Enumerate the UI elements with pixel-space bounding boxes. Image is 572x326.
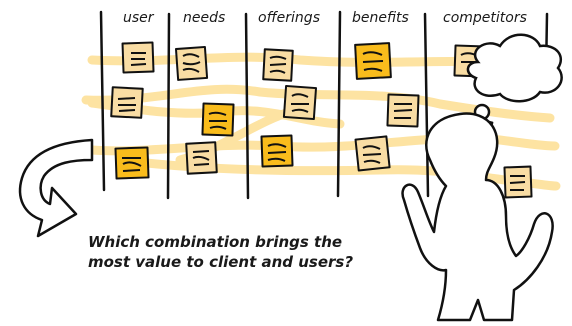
column-label-offerings: offerings [258,10,320,26]
question-line-1: Which combination brings the [88,233,343,251]
sticky-note-icon [110,86,144,119]
sticky-note-icon [114,146,150,180]
curved-arrow-icon [18,138,94,238]
divider-4 [336,10,342,198]
path-4 [87,133,560,156]
sticky-note-icon [503,165,533,199]
sticky-note-icon [282,84,318,121]
column-label-needs: needs [183,10,226,26]
column-label-competitors: competitors [443,10,527,26]
sticky-note-icon [174,45,209,81]
column-label-user: user [123,10,154,26]
person-icon [401,112,554,322]
column-label-benefits: benefits [352,10,409,26]
sticky-note-icon [201,102,235,137]
divider-3 [244,12,250,200]
divider-1 [99,10,106,192]
sticky-note-icon [260,134,294,168]
divider-5 [423,12,430,198]
sticky-note-icon [354,135,391,172]
question-line-2: most value to client and users? [88,253,354,271]
question-caption: Which combination brings the most value … [88,232,388,272]
sticky-notes [110,41,533,199]
column-dividers [99,10,549,200]
sticky-note-icon [262,48,294,82]
divider-2 [166,12,171,200]
sticky-note-icon [354,42,392,80]
thought-bubble-icon [466,33,563,132]
sticky-note-icon [386,93,420,128]
sticky-note-icon [121,41,155,74]
path-2 [81,84,555,123]
sticky-note-icon [185,141,218,175]
